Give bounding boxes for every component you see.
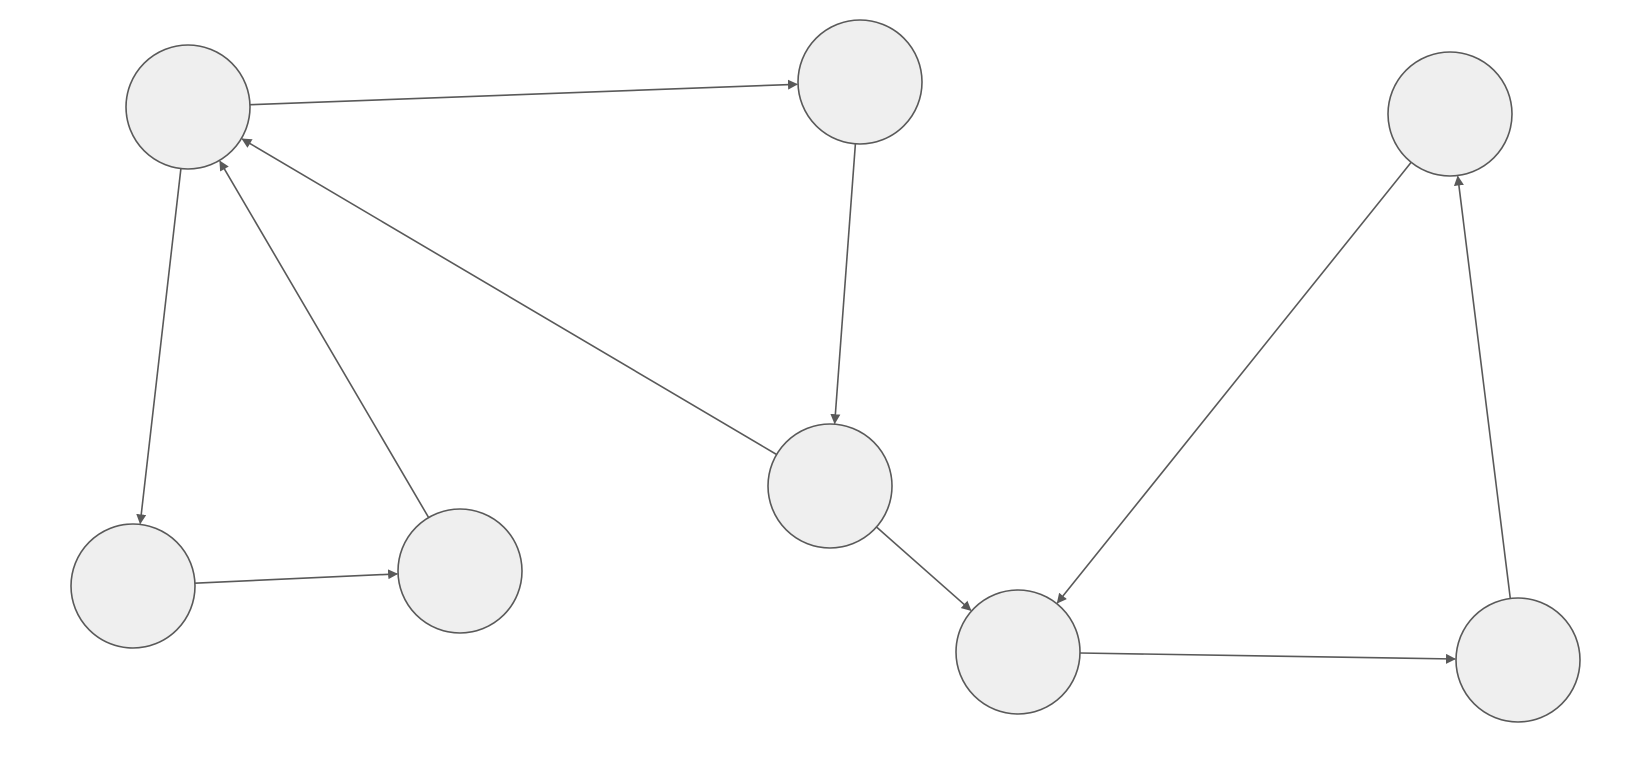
node-circle <box>125 44 251 170</box>
edges-layer <box>136 79 1512 664</box>
node-circle <box>1455 597 1581 723</box>
edge-n3-to-n1 <box>241 138 778 456</box>
node-n6 <box>1387 51 1513 177</box>
node-n7 <box>955 589 1081 715</box>
edge-n2-to-n3 <box>830 143 857 425</box>
node-n8 <box>1455 597 1581 723</box>
edge-n1-to-n2 <box>249 79 798 106</box>
edge-n1-to-n4 <box>136 168 182 525</box>
edge-n8-to-n6 <box>1453 175 1512 599</box>
node-circle <box>797 19 923 145</box>
edge-n3-to-n7 <box>875 526 972 611</box>
edge-n5-to-n1 <box>219 160 430 518</box>
node-circle <box>1387 51 1513 177</box>
node-n2 <box>797 19 923 145</box>
node-n4 <box>70 523 196 649</box>
node-n3 <box>767 423 893 549</box>
node-circle <box>70 523 196 649</box>
edge-n7-to-n8 <box>1079 652 1456 664</box>
node-circle <box>767 423 893 549</box>
edge-n4-to-n5 <box>194 569 399 584</box>
node-circle <box>397 508 523 634</box>
node-n1 <box>125 44 251 170</box>
nodes-layer <box>70 19 1581 723</box>
edge-n6-to-n7 <box>1056 161 1412 604</box>
node-circle <box>955 589 1081 715</box>
node-n5 <box>397 508 523 634</box>
